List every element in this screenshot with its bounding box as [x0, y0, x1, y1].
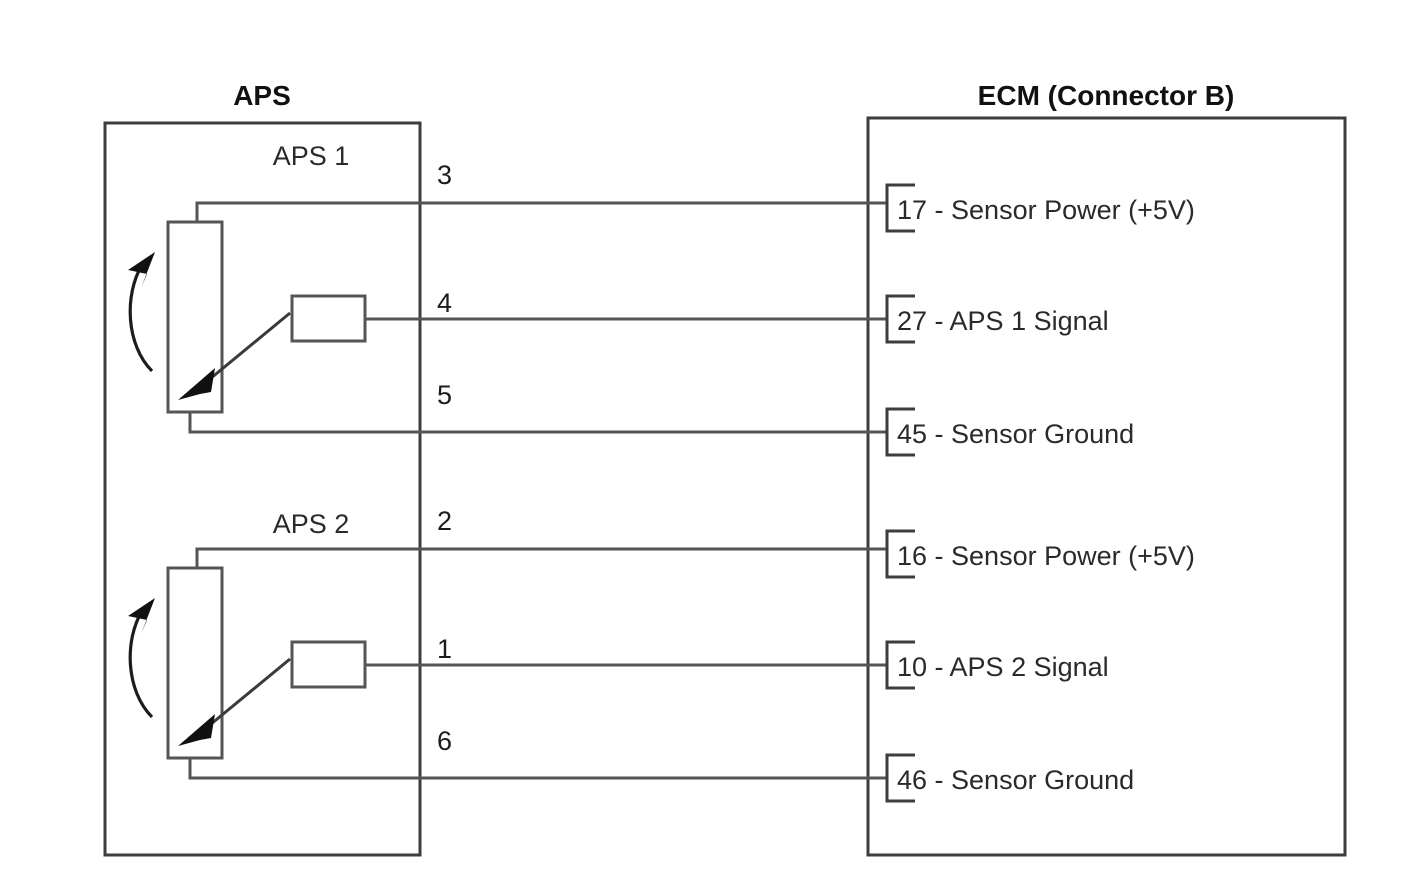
- ecm-pin-bracket-27: [885, 294, 915, 344]
- aps-module-title: APS: [233, 80, 291, 111]
- ecm-pin-label-17: 17 - Sensor Power (+5V): [897, 195, 1195, 225]
- ecm-enclosure-box: [866, 116, 1347, 857]
- ecm-module-title: ECM (Connector B): [978, 80, 1235, 111]
- ecm-pin-list: 17 - Sensor Power (+5V) 27 - APS 1 Signa…: [885, 183, 1195, 803]
- ecm-pin-bracket-10: [885, 640, 915, 690]
- aps-2-sensor-group: APS 2 2 1 6: [128, 506, 889, 780]
- aps-2-wiper-contact-box: [290, 640, 367, 689]
- ecm-pin-bracket-17: [885, 183, 915, 233]
- wire-aps1-pin3-to-ecm17: [195, 201, 889, 222]
- aps-terminal-number-2: 2: [437, 506, 452, 536]
- aps-terminal-number-3: 3: [437, 160, 452, 190]
- ecm-pin-bracket-46: [885, 753, 915, 803]
- ecm-pin-label-46: 46 - Sensor Ground: [897, 765, 1134, 795]
- aps-1-sensor-group: APS 1 3 4 5: [128, 141, 889, 434]
- ecm-pin-label-10: 10 - APS 2 Signal: [897, 652, 1109, 682]
- aps-2-rotation-arrow-icon: [128, 598, 155, 634]
- aps-terminal-number-6: 6: [437, 726, 452, 756]
- aps-1-rotation-arrow-icon: [128, 252, 155, 288]
- aps-1-wiper-arm: [204, 311, 291, 385]
- ecm-pin-label-16: 16 - Sensor Power (+5V): [897, 541, 1195, 571]
- ecm-pin-label-45: 45 - Sensor Ground: [897, 419, 1134, 449]
- wire-aps2-pin6-to-ecm46: [188, 758, 887, 780]
- ecm-pin-bracket-45: [885, 407, 915, 457]
- aps-1-wiper-arrow-icon: [178, 368, 215, 400]
- aps-terminal-number-4: 4: [437, 288, 452, 318]
- aps-1-rotation-arc: [128, 264, 154, 373]
- aps-terminal-number-5: 5: [437, 380, 452, 410]
- aps-2-potentiometer-icon: [166, 566, 224, 760]
- aps-2-label: APS 2: [273, 509, 350, 539]
- ecm-pin-bracket-16: [885, 529, 915, 579]
- ecm-pin-label-27: 27 - APS 1 Signal: [897, 306, 1109, 336]
- aps-2-rotation-arc: [128, 610, 154, 719]
- aps-terminal-number-1: 1: [437, 634, 452, 664]
- wire-aps2-pin2-to-ecm16: [195, 547, 889, 568]
- aps-2-wiper-arm: [204, 657, 291, 731]
- aps-enclosure-box: [103, 121, 422, 857]
- wire-aps1-pin5-to-ecm45: [188, 412, 887, 434]
- aps-1-potentiometer-icon: [166, 220, 224, 414]
- aps-1-wiper-contact-box: [290, 294, 367, 343]
- aps-1-label: APS 1: [273, 141, 350, 171]
- aps-2-wiper-arrow-icon: [178, 714, 215, 746]
